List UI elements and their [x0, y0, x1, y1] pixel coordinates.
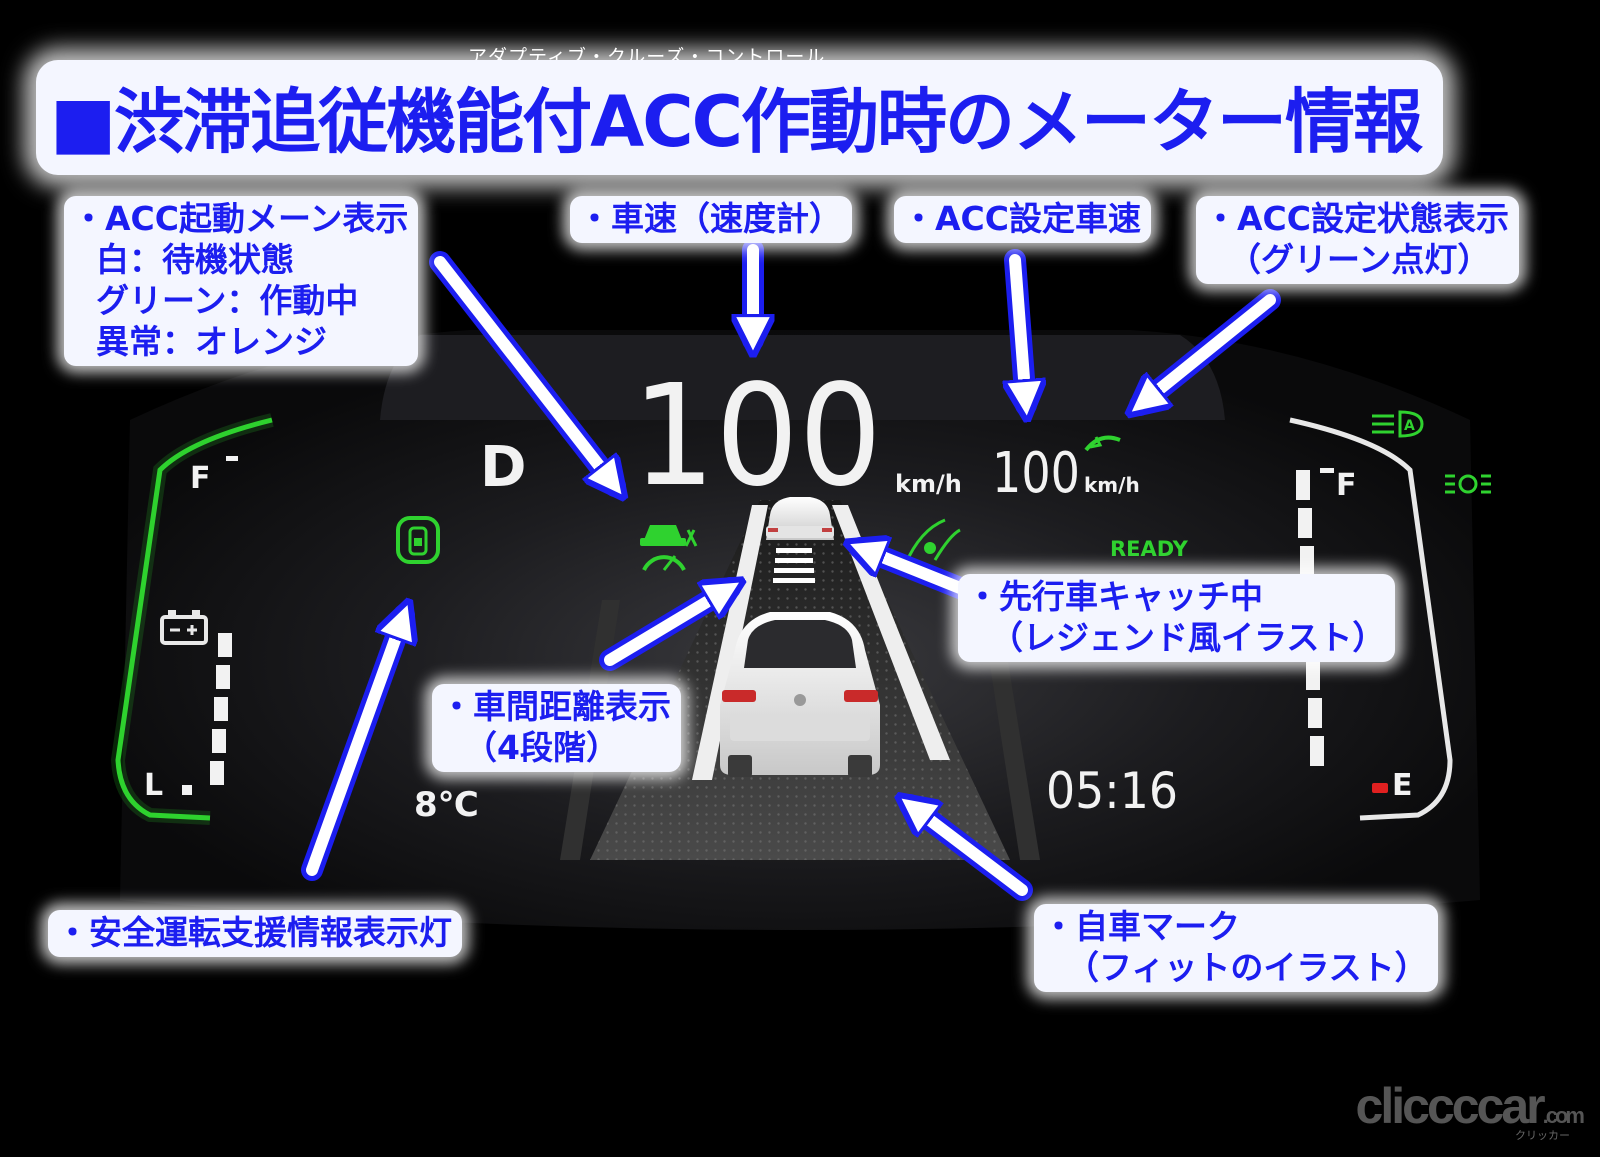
watermark-suffix: .com — [1542, 1103, 1585, 1128]
callout-acc-mode: ・ACC起動メーン表示 白：待機状態 グリーン：作動中 異常：オレンジ — [64, 196, 419, 366]
callout-arrows — [301, 239, 1281, 901]
acc-cruise-icon — [640, 525, 698, 571]
callout-distance-line1: ・車間距離表示 — [440, 687, 671, 726]
callout-own-car-line1: ・自車マーク — [1042, 907, 1240, 946]
acc-set-status-icon — [1084, 435, 1121, 452]
callout-speed: ・車速（速度計） — [570, 196, 852, 243]
watermark-logo: cliccccar.com — [1355, 1077, 1585, 1135]
outside-temperature: 8℃ — [414, 785, 479, 825]
callout-acc-mode-line4: 異常：オレンジ — [96, 322, 327, 361]
gear-indicator: D — [480, 435, 526, 500]
position-light-icon — [1445, 474, 1491, 494]
following-distance-bars — [773, 548, 815, 583]
leading-car-icon — [766, 497, 834, 540]
ready-indicator: READY — [1110, 537, 1189, 561]
callout-acc-mode-line2: 白：待機状態 — [96, 240, 294, 279]
gauge-top-label: F — [190, 461, 211, 496]
callout-leading-car-line2: （レジェンド風イラスト） — [990, 618, 1386, 657]
fuel-full-label: F — [1336, 468, 1357, 503]
callout-distance-line2: （4段階） — [464, 728, 619, 767]
callout-acc-status-line2: （グリーン点灯） — [1228, 240, 1491, 279]
auto-highbeam-icon: A — [1372, 410, 1424, 438]
page-title: ■渋滞追従機能付ACC作動時のメーター情報 — [36, 60, 1444, 175]
left-gauge — [110, 413, 274, 825]
watermark-sub: クリッカー — [1515, 1129, 1570, 1142]
callout-leading-car: ・先行車キャッチ中 （レジェンド風イラスト） — [958, 574, 1396, 662]
watermark-brand: cliccccar — [1355, 1078, 1546, 1134]
callout-distance: ・車間距離表示 （4段階） — [432, 684, 681, 772]
callout-acc-set-speed: ・ACC設定車速 — [894, 196, 1151, 243]
speed-readout: 100 — [632, 355, 882, 518]
callout-own-car-line2: （フィットのイラスト） — [1066, 948, 1428, 987]
callout-acc-status: ・ACC設定状態表示 （グリーン点灯） — [1196, 196, 1519, 284]
svg-text:A: A — [1404, 418, 1415, 434]
callout-acc-status-line1: ・ACC設定状態表示 — [1204, 199, 1509, 238]
battery-icon — [160, 610, 208, 645]
safety-support-icon — [396, 516, 440, 564]
fuel-empty-label: E — [1392, 768, 1413, 803]
callout-acc-mode-line3: グリーン：作動中 — [96, 281, 359, 320]
gauge-low-label: L — [144, 768, 163, 803]
clock: 05:16 — [1046, 762, 1178, 820]
acc-set-speed-unit: km/h — [1084, 473, 1140, 497]
own-car-icon — [720, 612, 880, 777]
callout-safety: ・安全運転支援情報表示灯 — [48, 910, 462, 957]
acc-set-speed-readout: 100 — [992, 441, 1080, 506]
callout-own-car: ・自車マーク （フィットのイラスト） — [1034, 904, 1438, 992]
callout-acc-mode-line1: ・ACC起動メーン表示 — [72, 199, 409, 238]
speed-unit: km/h — [895, 470, 962, 498]
lane-line-left — [692, 505, 768, 780]
callout-leading-car-line1: ・先行車キャッチ中 — [966, 577, 1263, 616]
